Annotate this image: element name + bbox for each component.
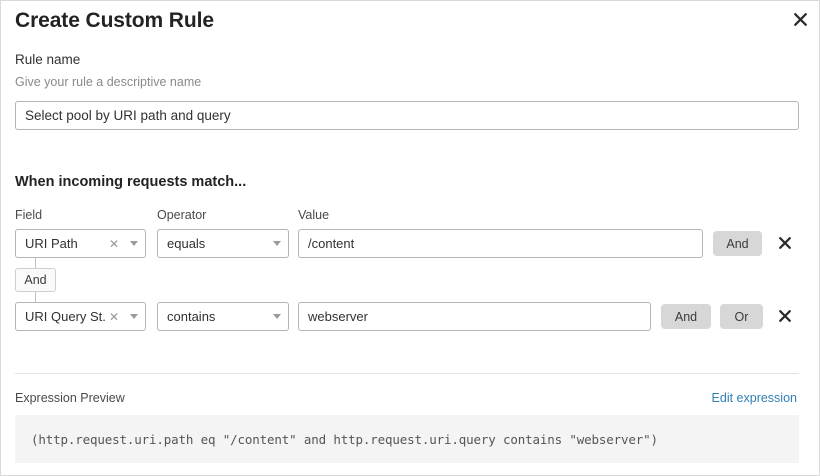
edit-expression-link[interactable]: Edit expression [711, 391, 797, 405]
divider [15, 373, 799, 374]
expression-preview-label: Expression Preview [15, 391, 125, 405]
clear-icon[interactable]: ✕ [108, 309, 119, 324]
connector-and-badge[interactable]: And [15, 268, 56, 292]
clear-icon[interactable]: ✕ [108, 236, 119, 251]
rule-name-sublabel: Give your rule a descriptive name [15, 75, 202, 89]
field-select-1[interactable]: URI Path ✕ [15, 229, 146, 258]
operator-select-2[interactable]: contains [157, 302, 289, 331]
field-select-1-value: URI Path [25, 236, 78, 251]
condition-row: URI Query St... ✕ contains And Or [1, 302, 820, 332]
close-icon [779, 310, 791, 322]
and-button-2[interactable]: And [661, 304, 711, 329]
operator-select-1[interactable]: equals [157, 229, 289, 258]
value-input-2[interactable] [298, 302, 651, 331]
expression-preview-box: (http.request.uri.path eq "/content" and… [15, 415, 799, 463]
condition-row: URI Path ✕ equals And [1, 229, 820, 259]
field-select-2[interactable]: URI Query St... ✕ [15, 302, 146, 331]
chevron-down-icon[interactable] [123, 314, 145, 319]
delete-condition-button-2[interactable] [774, 305, 796, 327]
connector-line-bottom [35, 292, 36, 303]
connector-line-top [35, 258, 36, 269]
and-button-1[interactable]: And [713, 231, 762, 256]
rule-name-label: Rule name [15, 52, 81, 67]
rule-name-input[interactable] [15, 101, 799, 130]
field-select-2-value: URI Query St... [25, 309, 105, 324]
chevron-down-icon[interactable] [266, 314, 288, 319]
page-title: Create Custom Rule [15, 9, 214, 32]
column-header-field: Field [15, 208, 43, 222]
close-icon [793, 12, 807, 26]
close-button[interactable] [789, 8, 811, 30]
column-header-operator: Operator [157, 208, 207, 222]
close-icon [779, 237, 791, 249]
column-header-value: Value [298, 208, 330, 222]
conditions-heading: When incoming requests match... [15, 174, 247, 190]
or-button-2[interactable]: Or [720, 304, 763, 329]
expression-preview-code: (http.request.uri.path eq "/content" and… [31, 431, 658, 447]
delete-condition-button-1[interactable] [774, 232, 796, 254]
chevron-down-icon[interactable] [123, 241, 145, 246]
chevron-down-icon[interactable] [266, 241, 288, 246]
operator-select-1-value: equals [167, 236, 206, 251]
operator-select-2-value: contains [167, 309, 216, 324]
value-input-1[interactable] [298, 229, 703, 258]
